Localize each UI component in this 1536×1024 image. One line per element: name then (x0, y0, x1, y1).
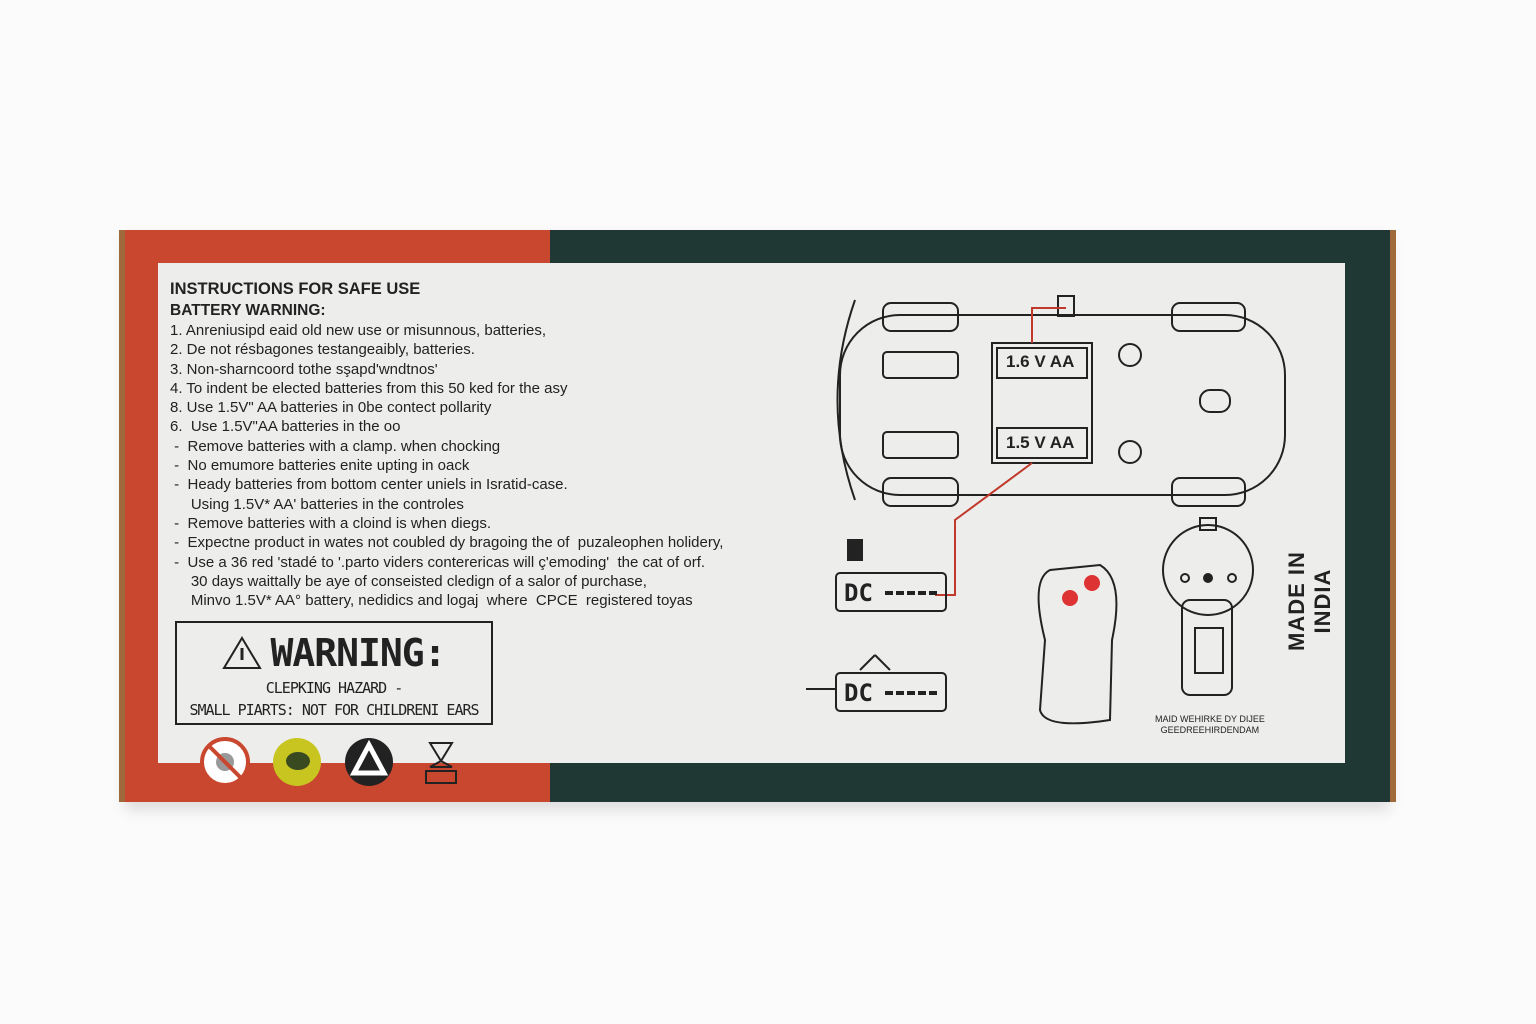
dc-label-2: DC (844, 679, 873, 707)
battery-compartment (991, 342, 1093, 464)
warning-title: WARNING: (270, 631, 446, 675)
dc-power-box (835, 572, 947, 612)
instruction-item: - Use a 36 red 'stadé to '.parto viders … (170, 553, 706, 571)
instruction-item: 6. Use 1.5V"AA batteries in the oo (170, 418, 401, 436)
instruction-item: - Expectne product in wates not coubled … (170, 534, 724, 552)
made-in-india: MADE IN INDIA (1284, 551, 1335, 651)
instruction-item: 3. Non-sharncoord tothe sşapd'wndtnos' (170, 360, 438, 378)
dc-label-1: DC (844, 579, 873, 607)
battery-1 (996, 347, 1088, 379)
warning-line2: SMALL PIARTS: NOT FOR CHILDRENI EARS (189, 701, 479, 719)
instruction-item: - Remove batteries with a clamp. when ch… (170, 437, 501, 455)
wheel-icon (1171, 477, 1246, 507)
instructions: INSTRUCTIONS FOR SAFE USE BATTERY WARNIN… (170, 278, 723, 610)
instruction-item: 1. Anreniusipd eaid old new use or misun… (170, 322, 547, 339)
instruction-item: - Heady batteries from bottom center uni… (170, 476, 568, 494)
warning-line1: CLEPKING HAZARD - (265, 679, 404, 697)
instruction-item: 8. Use 1.5V" AA batteries in 0be contect… (170, 399, 492, 417)
recycle-icon (344, 737, 394, 787)
instruction-item: 30 days waittally be aye of conseisted c… (170, 572, 647, 590)
instruction-item: 2. De not résbagones testangeaibly, batt… (170, 341, 475, 359)
choking-hazard-icon (272, 737, 322, 787)
battery-1-label: 1.6 V AA (1006, 352, 1075, 371)
instruction-item: - No emumore batteries enite upting in o… (170, 457, 470, 475)
dc-dash (885, 591, 937, 595)
steering-remote-icon (1162, 524, 1254, 616)
maker-note-line1: MAID WEHIRKE DY DIJEE (1155, 714, 1265, 724)
instruction-item: 4. To indent be elected batteries from t… (170, 379, 568, 397)
dc-dash (885, 691, 937, 695)
box-edge-right (1390, 230, 1396, 802)
wheel-icon (1171, 302, 1246, 332)
battery-2 (996, 427, 1088, 459)
car-front-arc (836, 299, 856, 501)
instruction-item: - Remove batteries with a cloind is when… (170, 514, 491, 532)
warning-box: WARNING: CLEPKING HAZARD - SMALL PIARTS:… (175, 621, 493, 725)
disposal-icon (416, 737, 466, 787)
instructions-title: INSTRUCTIONS FOR SAFE USE (170, 280, 421, 298)
battery-warning-title: BATTERY WARNING: (170, 302, 326, 319)
no-small-children-icon (200, 737, 250, 787)
label-panel (158, 263, 1345, 763)
dc-power-box (835, 672, 947, 712)
battery-2-label: 1.5 V AA (1006, 433, 1075, 452)
warning-triangle-icon (222, 636, 263, 669)
instruction-item: Minvo 1.5V* AA° battery, nedidics and lo… (170, 592, 693, 610)
remote-control-icon (1037, 563, 1118, 725)
maker-note-line2: GEEDREEHIRDENDAM (1160, 725, 1260, 735)
maker-note: MAID WEHIRKE DY DIJEE GEEDREEHIRDENDAM (1155, 714, 1265, 736)
wheel-icon (882, 477, 959, 507)
wheel-icon (882, 302, 959, 332)
instruction-item: Using 1.5V* AA' batteries in the control… (170, 495, 464, 513)
box-edge-left (119, 230, 125, 802)
